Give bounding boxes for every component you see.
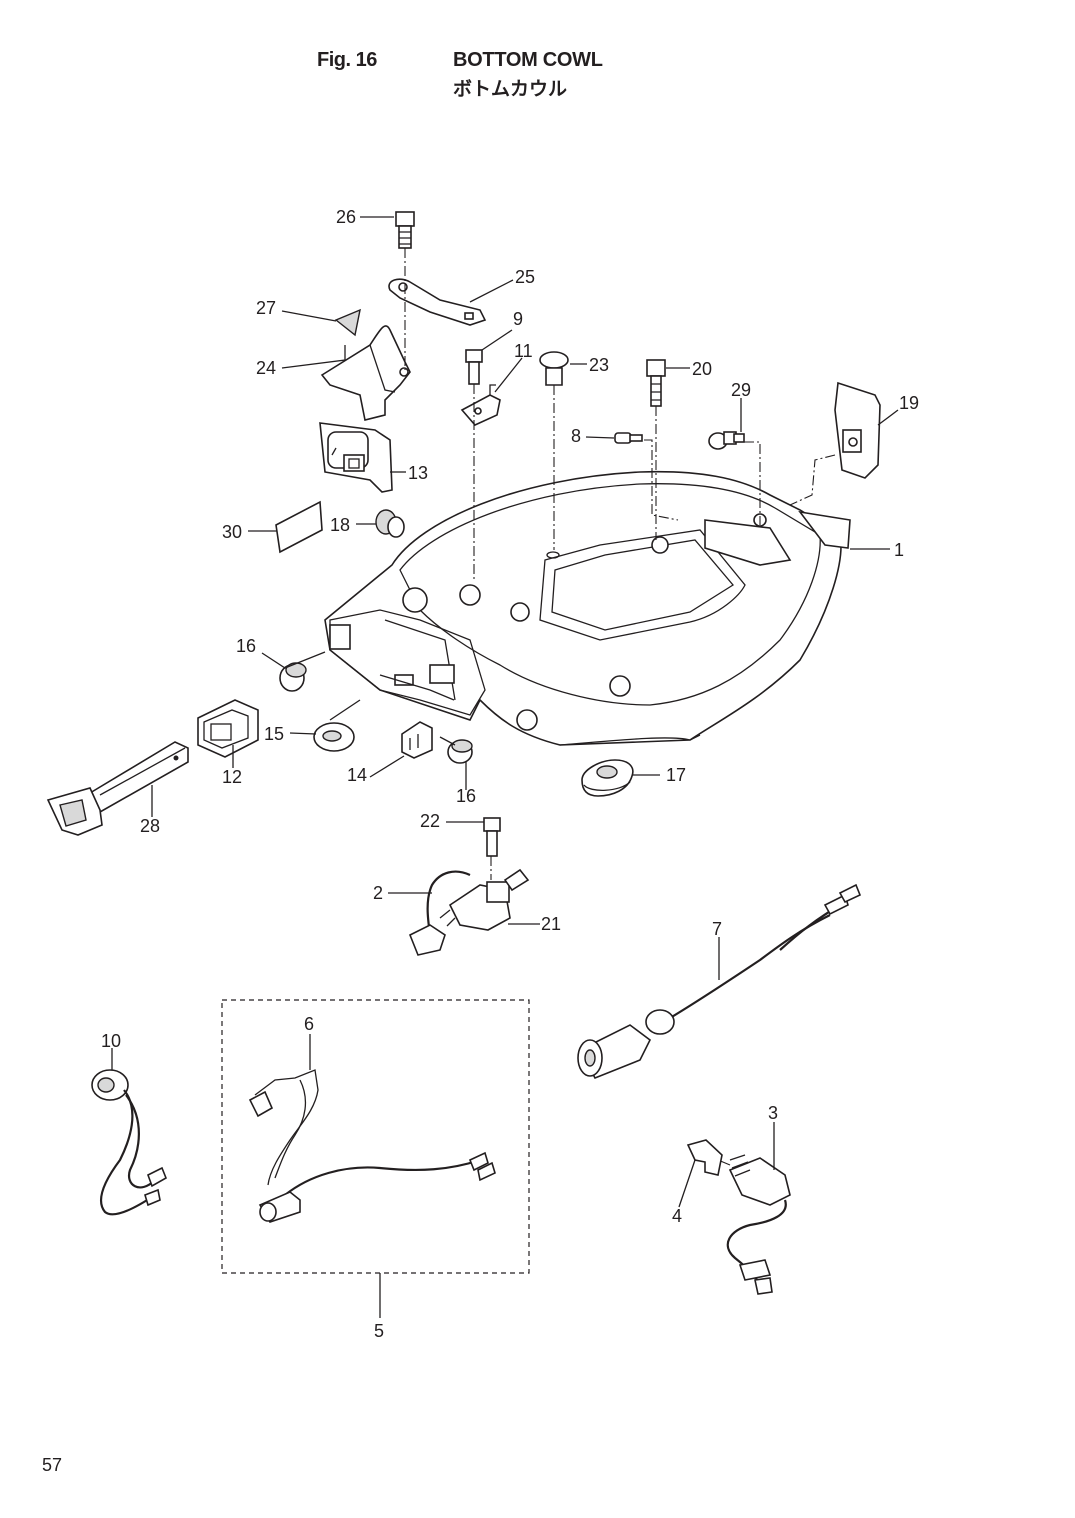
switch-part-3 (726, 1154, 791, 1295)
switch-part-10 (91, 1069, 168, 1216)
bolt-part-9 (465, 349, 483, 385)
alignment-lines (404, 248, 836, 1166)
screw-part-29 (708, 431, 745, 450)
callout-part-3: 3 (768, 1103, 778, 1123)
harness-part-7 (577, 883, 862, 1080)
bolt-part-20 (646, 359, 666, 407)
grommet-part-18 (375, 509, 405, 538)
callout-part-7: 7 (712, 919, 722, 939)
callout-part-25: 25 (515, 267, 535, 287)
switch-part-21 (439, 868, 530, 931)
handle-part-28 (46, 741, 189, 836)
grommet-part-15 (313, 722, 355, 752)
bolt-part-26 (395, 211, 415, 249)
callout-part-2: 2 (373, 883, 383, 903)
callout-part-24: 24 (256, 358, 276, 378)
lanyard-part-6 (248, 1069, 496, 1223)
callout-part-6: 6 (304, 1014, 314, 1034)
label-part-30 (275, 500, 323, 554)
callout-part-15: 15 (264, 724, 284, 744)
bolt-part-22 (483, 817, 501, 857)
callout-part-10: 10 (101, 1031, 121, 1051)
callout-part-21: 21 (541, 914, 561, 934)
callout-part-4: 4 (672, 1206, 682, 1226)
callout-part-16-lower: 16 (456, 786, 476, 806)
callout-part-8: 8 (571, 426, 581, 446)
callout-part-17: 17 (666, 765, 686, 785)
callout-part-1: 1 (894, 540, 904, 560)
cap-part-27 (334, 308, 361, 337)
grommet-part-17 (581, 759, 634, 797)
cable-part-2 (408, 870, 471, 956)
callout-part-14: 14 (347, 765, 367, 785)
callout-part-16-upper: 16 (236, 636, 256, 656)
callout-part-12: 12 (222, 767, 242, 787)
figure-title: BOTTOM COWL (453, 49, 603, 71)
cap-part-16-lower (447, 739, 473, 764)
callout-part-11: 11 (514, 341, 533, 361)
clip-part-14 (401, 721, 433, 759)
callout-part-9: 9 (513, 309, 523, 329)
callout-part-27: 27 (256, 298, 276, 318)
leader-lines (111, 216, 899, 1318)
sleeve-part-12 (197, 699, 259, 758)
callout-part-26: 26 (336, 207, 356, 227)
clamp-part-11 (460, 384, 501, 426)
callout-part-29: 29 (731, 380, 751, 400)
grommet-part-13 (319, 422, 393, 493)
part-number-labels: 26 25 27 9 11 23 24 20 29 19 8 13 18 30 … (101, 207, 919, 1341)
cap-part-16-upper (279, 662, 307, 692)
clip-part-4 (686, 1139, 723, 1176)
cover-part-19 (834, 381, 881, 479)
screw-part-8 (614, 432, 643, 444)
holder-part-24 (320, 325, 411, 421)
callout-part-19: 19 (899, 393, 919, 413)
callout-part-20: 20 (692, 359, 712, 379)
callout-part-5: 5 (374, 1321, 384, 1341)
kit-box-part-5 (221, 999, 530, 1274)
callout-part-22: 22 (420, 811, 440, 831)
callout-part-30: 30 (222, 522, 242, 542)
callout-part-18: 18 (330, 515, 350, 535)
page-number: 57 (42, 1455, 63, 1475)
figure-subtitle: ボトムカウル (453, 79, 568, 100)
callout-part-28: 28 (140, 816, 160, 836)
callout-part-23: 23 (589, 355, 609, 375)
bottom-cowl-body (324, 470, 851, 746)
figure-number: Fig. 16 (317, 49, 377, 71)
callout-part-13: 13 (408, 463, 428, 483)
plug-part-23 (539, 351, 569, 386)
